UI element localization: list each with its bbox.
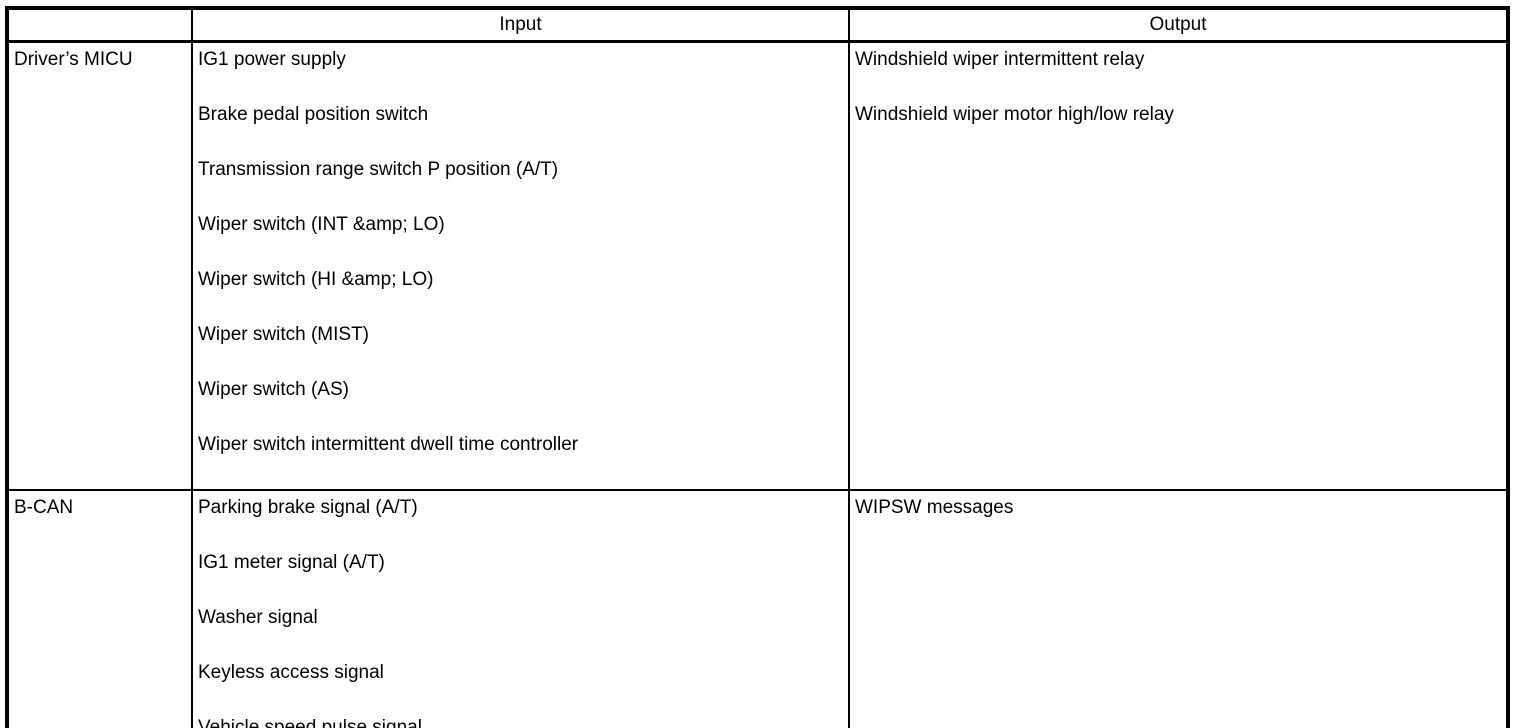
cell-line: Wiper switch (HI &amp; LO) <box>198 269 434 290</box>
cell-line: IG1 power supply <box>198 49 346 70</box>
source-cell-drivers-micu: Driver’s MICU <box>6 40 193 491</box>
cell-line: Wiper switch intermittent dwell time con… <box>198 434 579 455</box>
cell-line: Wiper switch (INT &amp; LO) <box>198 214 445 235</box>
header-source-cell <box>6 7 193 43</box>
table-row-bcan: B-CAN Parking brake signal (A/T) IG1 mete… <box>6 489 1509 728</box>
header-output-cell: Output <box>848 7 1509 43</box>
source-cell-bcan: B-CAN <box>6 489 193 728</box>
cell-line: IG1 meter signal (A/T) <box>198 552 385 573</box>
cell-line: Washer signal <box>198 607 318 628</box>
cell-line: WIPSW messages <box>855 497 1014 518</box>
cell-line: Keyless access signal <box>198 662 384 683</box>
cell-line: Parking brake signal (A/T) <box>198 497 418 518</box>
cell-line: Vehicle speed pulse signal <box>198 717 422 728</box>
header-input-cell: Input <box>191 7 850 43</box>
output-cell-bcan: WIPSW messages <box>848 489 1509 728</box>
input-cell-bcan: Parking brake signal (A/T) IG1 meter sign… <box>191 489 850 728</box>
cell-line: Wiper switch (AS) <box>198 379 349 400</box>
cell-line: Wiper switch (MIST) <box>198 324 369 345</box>
cell-line: Windshield wiper intermittent relay <box>855 49 1145 70</box>
cell-line: Transmission range switch P position (A/… <box>198 159 559 180</box>
cell-line: Windshield wiper motor high/low relay <box>855 104 1174 125</box>
input-output-table: Input Output Driver’s MICU IG1 power sup… <box>5 6 1510 728</box>
source-label: B-CAN <box>14 497 74 518</box>
header-row: Input Output <box>6 7 1509 43</box>
cell-line: Brake pedal position switch <box>198 104 429 125</box>
source-label: Driver’s MICU <box>14 49 133 70</box>
